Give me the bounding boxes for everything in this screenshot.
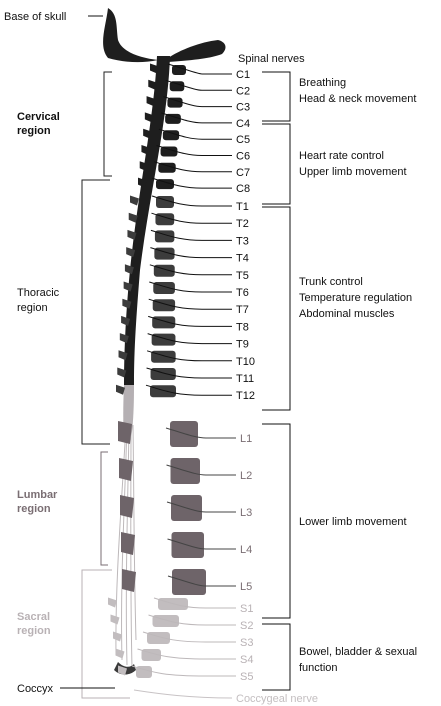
nerve-label-t4: T4 (236, 253, 249, 265)
nerve-label-t1: T1 (236, 201, 249, 213)
lower-limb-function-label: Lower limb movement (299, 516, 407, 528)
vertebral-body-t12 (150, 385, 176, 397)
nerve-label-c6: C6 (236, 151, 250, 163)
nerve-label-l3: L3 (240, 507, 252, 519)
vertebral-process-l4 (121, 532, 135, 555)
vertebral-body-c4 (165, 114, 181, 124)
vertebral-body-c5 (163, 130, 179, 140)
nerve-label-t9: T9 (236, 339, 249, 351)
svg-text:region: region (17, 625, 51, 637)
vertebral-body-t11 (151, 368, 176, 380)
lumbar-region-label: Lumbar region (17, 489, 58, 515)
nerve-label-l5: L5 (240, 581, 252, 593)
vertebral-body-c3 (167, 98, 182, 108)
region-brackets (82, 72, 130, 698)
vertebral-process-l1 (118, 421, 132, 444)
spinal-nerves-label: Spinal nerves (238, 53, 305, 65)
svg-text:Head & neck movement: Head & neck movement (299, 93, 416, 105)
nerve-label-s3: S3 (240, 637, 253, 649)
breathing-function-label: Breathing Head & neck movement (299, 77, 416, 105)
nerve-label-s4: S4 (240, 654, 253, 666)
nerve-label-s1: S1 (240, 603, 253, 615)
coccygeal-nerve-line (134, 690, 232, 698)
nerve-label-c4: C4 (236, 118, 250, 130)
svg-text:Sacral: Sacral (17, 611, 50, 623)
nerve-label-l2: L2 (240, 470, 252, 482)
vertebral-process-s1 (108, 598, 117, 608)
heart-function-label: Heart rate control Upper limb movement (299, 150, 407, 178)
nerve-label-t5: T5 (236, 270, 249, 282)
vertebral-process-s3 (113, 632, 122, 642)
nerve-label-t8: T8 (236, 321, 249, 333)
nerve-label-t10: T10 (236, 356, 255, 368)
thoracic-region-label: Thoracic region (17, 287, 60, 314)
vertebral-body-s2 (153, 615, 180, 627)
nerve-label-s2: S2 (240, 620, 253, 632)
svg-text:Temperature regulation: Temperature regulation (299, 292, 412, 304)
vertebral-process-s4 (116, 649, 125, 659)
bowel-function-label: Bowel, bladder & sexual function (299, 646, 417, 674)
nerve-label-t2: T2 (236, 218, 249, 230)
svg-text:Abdominal muscles: Abdominal muscles (299, 308, 395, 320)
base-of-skull-label: Base of skull (4, 11, 66, 23)
skull-base (103, 8, 225, 62)
nerve-label-t3: T3 (236, 235, 249, 247)
function-brackets (262, 72, 290, 690)
nerve-label-c5: C5 (236, 134, 250, 146)
svg-text:Lower limb movement: Lower limb movement (299, 516, 407, 528)
nerve-label-t12: T12 (236, 390, 255, 402)
nerve-label-c8: C8 (236, 183, 250, 195)
svg-text:region: region (17, 125, 51, 137)
nerve-label-c7: C7 (236, 167, 250, 179)
nerve-label-c1: C1 (236, 69, 250, 81)
svg-text:Heart rate control: Heart rate control (299, 150, 384, 162)
svg-text:Breathing: Breathing (299, 77, 346, 89)
svg-text:function: function (299, 662, 338, 674)
svg-text:Lumbar: Lumbar (17, 489, 58, 501)
nerve-label-s5: S5 (240, 671, 253, 683)
coccygeal-nerve-label: Coccygeal nerve (236, 693, 318, 705)
svg-text:region: region (17, 302, 48, 314)
nerve-label-t11: T11 (236, 373, 254, 385)
vertebral-process-l5 (122, 569, 136, 592)
coccyx-label: Coccyx (17, 683, 54, 695)
nerve-label-l4: L4 (240, 544, 252, 556)
nerve-label-c3: C3 (236, 102, 250, 114)
vertebral-process-s2 (111, 615, 120, 625)
svg-text:Bowel, bladder & sexual: Bowel, bladder & sexual (299, 646, 417, 658)
nerve-label-t7: T7 (236, 304, 249, 316)
svg-text:Upper limb movement: Upper limb movement (299, 166, 407, 178)
vertebral-body-t10 (151, 351, 176, 363)
trunk-function-label: Trunk control Temperature regulation Abd… (299, 276, 412, 320)
cervical-region-label: Cervical region (17, 111, 60, 137)
nerve-label-l1: L1 (240, 433, 252, 445)
svg-text:Cervical: Cervical (17, 111, 60, 123)
nerve-label-t6: T6 (236, 287, 249, 299)
svg-text:region: region (17, 503, 51, 515)
vertebral-process-l3 (120, 495, 134, 518)
vertebral-process-l2 (119, 458, 133, 481)
svg-text:Thoracic: Thoracic (17, 287, 60, 299)
svg-text:Trunk control: Trunk control (299, 276, 363, 288)
sacral-region-label: Sacral region (17, 611, 51, 637)
vertebral-body-c2 (170, 81, 185, 91)
nerve-label-c2: C2 (236, 85, 250, 97)
nerve-labels: C1C2C3C4C5C6C7C8T1T2T3T4T5T6T7T8T9T10T11… (236, 69, 255, 683)
vertebral-body-c1 (172, 65, 186, 75)
vertebral-process-t1 (130, 196, 139, 206)
